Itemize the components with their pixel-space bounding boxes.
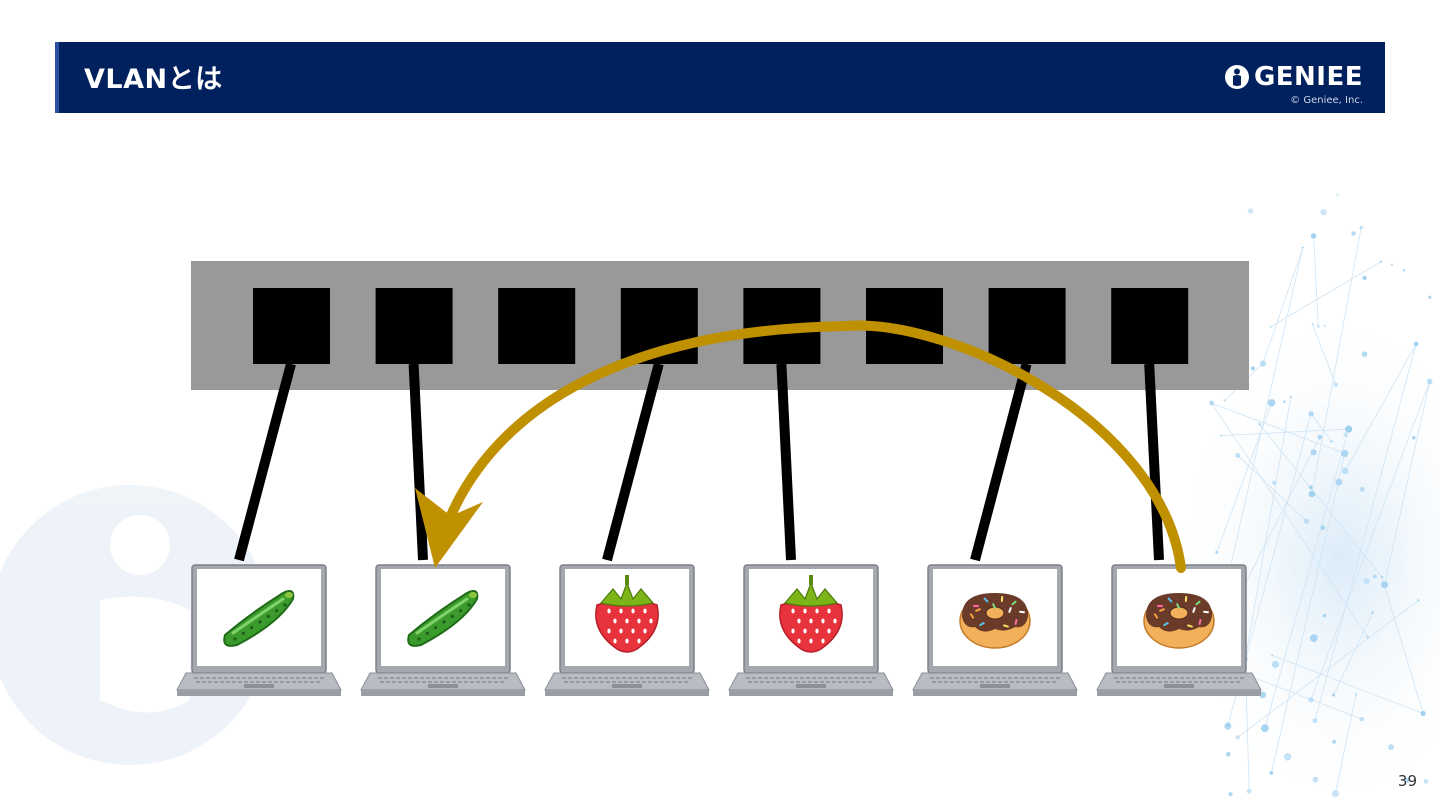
switch-port-2: [375, 288, 453, 364]
cable-5: [970, 362, 1032, 562]
strawberry-icon: [595, 575, 659, 653]
laptop-3: [544, 564, 710, 696]
header-bar: VLANとは GENIEE © Geniee, Inc.: [55, 42, 1385, 113]
cable-6: [1144, 363, 1164, 561]
cucumber-icon: [407, 590, 479, 647]
broadcast-arrow: [415, 320, 1186, 573]
strawberry-icon: [779, 575, 843, 653]
laptop-2: [360, 564, 526, 696]
switch-port-3: [498, 288, 576, 364]
arrow-curve: [444, 320, 1186, 573]
switch-port-8: [1111, 288, 1189, 364]
page-number: 39: [1397, 772, 1417, 790]
laptop-6: [1096, 564, 1262, 696]
laptop-4: [728, 564, 894, 696]
network-switch: [191, 261, 1249, 390]
logo-wordmark: GENIEE: [1253, 62, 1363, 92]
geniee-logo-icon: [1224, 65, 1249, 89]
donut-icon: [1143, 593, 1215, 649]
cable-4: [776, 363, 796, 561]
cable-2: [408, 363, 428, 561]
arrow-head: [415, 488, 483, 568]
cable-1: [234, 362, 296, 562]
cucumber-icon: [223, 590, 295, 647]
page-title: VLANとは: [84, 64, 223, 95]
laptop-5: [912, 564, 1078, 696]
switch-port-1: [253, 288, 330, 364]
switch-port-7: [988, 288, 1066, 364]
geniee-logo: GENIEE: [1224, 62, 1363, 92]
copyright-text: © Geniee, Inc.: [1290, 95, 1363, 106]
laptop-1: [176, 564, 342, 696]
donut-icon: [959, 593, 1031, 649]
cable-3: [602, 362, 664, 562]
